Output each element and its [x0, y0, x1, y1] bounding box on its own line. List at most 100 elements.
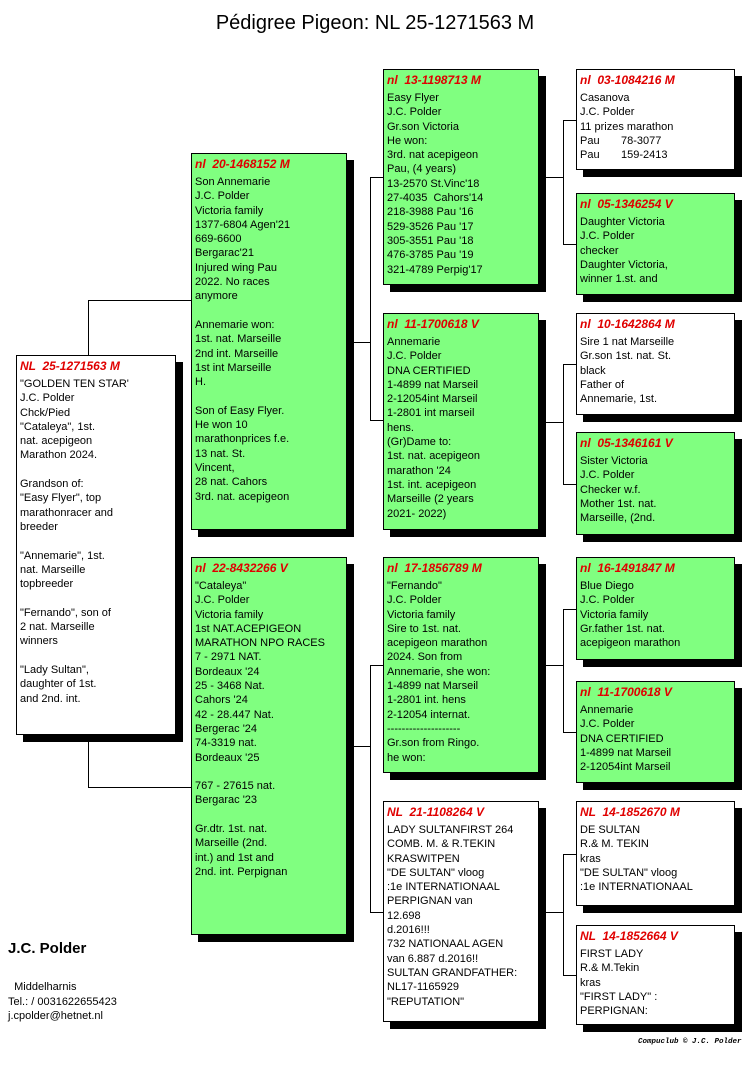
pigeon-info-line: 42 - 28.447 Nat.: [195, 708, 274, 721]
pigeon-info-line: Son of Easy Flyer.: [195, 404, 285, 417]
ring-number: nl 22-8432266 V: [195, 561, 288, 575]
pigeon-info-line: 218-3988 Pau '16: [387, 206, 474, 219]
pigeon-info-line: Victoria family: [195, 204, 264, 217]
ring-number: nl 05-1346254 V: [580, 197, 673, 211]
connector-line: [370, 420, 383, 421]
pigeon-info-line: Victoria family: [387, 608, 456, 621]
pigeon-info-line: "Easy Flyer", top: [20, 492, 102, 505]
pigeon-info-line: Casanova: [580, 92, 630, 104]
pigeon-info-line: Daughter Victoria: [580, 216, 665, 228]
owner-contact: Middelharnis Tel.: / 0031622655423 j.cpo…: [8, 980, 117, 1024]
pigeon-info-line: Pau 78-3077: [580, 134, 662, 147]
pigeon-info-line: R.& M.Tekin: [580, 962, 640, 975]
pigeon-info-line: marathon '24: [387, 464, 451, 477]
pigeon-info-line: 669-6600: [195, 233, 242, 246]
pigeon-info-line: 7 - 2971 NAT.: [195, 651, 262, 664]
ring-number: nl 03-1084216 M: [580, 73, 675, 87]
pigeon-info-line: Annemarie: [387, 336, 441, 348]
pigeon-info-line: Bergerac '24: [195, 722, 258, 735]
pigeon-info-line: Gr.dtr. 1st. nat.: [195, 823, 268, 836]
pigeon-info-line: anymore: [195, 290, 238, 303]
pigeon-info-line: checker: [580, 244, 619, 257]
pigeon-info-line: J.C. Polder: [387, 350, 442, 363]
pigeon-info-line: kras: [580, 852, 601, 865]
pigeon-info-line: [195, 389, 346, 403]
pigeon-info-line: 28 nat. Cahors: [195, 476, 268, 489]
pigeon-info-line: [20, 463, 175, 477]
pigeon-info-line: hens.: [387, 421, 414, 434]
pigeon-info-line: :1e INTERNATIONAAL: [387, 881, 500, 894]
connector-line: [370, 177, 383, 178]
pigeon-info-line: [20, 534, 175, 548]
pigeon-info-line: winners: [20, 635, 58, 648]
pigeon-info-line: 1-2801 int marseil: [387, 407, 475, 420]
pigeon-info-line: 27-4035 Cahors'14: [387, 192, 484, 205]
pigeon-info-line: 3rd. nat. acepigeon: [195, 490, 290, 503]
pigeon-info-line: 2021- 2022): [387, 507, 447, 520]
pigeon-info-line: 1st. int. acepigeon: [387, 478, 477, 491]
pigeon-info-line: J.C. Polder: [20, 392, 75, 405]
pigeon-info-line: 12.698: [387, 909, 421, 922]
pigeon-info-line: Marseille, (2nd.: [580, 512, 656, 525]
pigeon-info-line: "Fernando", son of: [20, 606, 111, 619]
page-title: Pédigree Pigeon: NL 25-1271563 M: [215, 12, 535, 34]
pigeon-info-line: Marathon 2024.: [20, 449, 98, 462]
pigeon-info-line: Injured wing Pau: [195, 261, 277, 274]
pigeon-info-line: 25 - 3468 Nat.: [195, 680, 265, 693]
pigeon-info-line: 74-3319 nat.: [195, 737, 257, 750]
connector-line: [563, 364, 564, 484]
connector-line: [546, 665, 563, 666]
pigeon-info-line: H.: [195, 376, 206, 389]
connector-line: [563, 732, 576, 733]
ring-number: nl 16-1491847 M: [580, 561, 675, 575]
pigeon-info-line: 1st. nat. Marseille: [195, 333, 282, 346]
pigeon-info-line: :1e INTERNATIONAAL: [580, 881, 693, 894]
pigeon-info-line: Pau 159-2413: [580, 149, 668, 162]
ring-number: nl 17-1856789 M: [387, 561, 482, 575]
connector-line: [370, 177, 371, 420]
pigeon-info-line: J.C. Polder: [580, 106, 635, 119]
pigeon-info-line: J.C. Polder: [387, 594, 442, 607]
pigeon-info-line: nat. acepigeon: [20, 435, 93, 448]
pigeon-info-line: d.2016!!!: [387, 924, 430, 937]
pigeon-info-line: Bordeaux '24: [195, 665, 260, 678]
pigeon-info-line: Gr.son Victoria: [387, 120, 459, 133]
connector-line: [354, 342, 370, 343]
pigeon-info-line: Easy Flyer: [387, 92, 439, 104]
connector-line: [88, 300, 191, 301]
pigeon-info-line: "Lady Sultan",: [20, 663, 89, 676]
pigeon-info-line: Victoria family: [195, 608, 264, 621]
connector-line: [370, 912, 383, 913]
ring-number: NL 14-1852664 V: [580, 929, 678, 943]
pigeon-info-line: marathonracer and: [20, 506, 113, 519]
connector-line: [354, 746, 370, 747]
pigeon-info-line: J.C. Polder: [195, 594, 250, 607]
pigeon-card-subject[interactable]: NL 25-1271563 M"GOLDEN TEN STAR'J.C. Pol…: [16, 355, 176, 735]
pigeon-info-line: 321-4789 Perpig'17: [387, 263, 483, 276]
pigeon-info-line: Victoria family: [580, 608, 649, 621]
connector-line: [563, 484, 576, 485]
pigeon-info-line: NL17-1165929: [387, 981, 459, 994]
connector-line: [563, 120, 576, 121]
pigeon-info-line: J.C. Polder: [580, 230, 635, 243]
pigeon-info-line: J.C. Polder: [580, 594, 635, 607]
connector-line: [563, 609, 576, 610]
connector-line: [88, 742, 89, 788]
pigeon-info-line: 2-12054 internat.: [387, 708, 471, 721]
pigeon-info-line: Checker w.f.: [580, 483, 641, 496]
pigeon-info-line: marathonprices f.e.: [195, 433, 290, 446]
